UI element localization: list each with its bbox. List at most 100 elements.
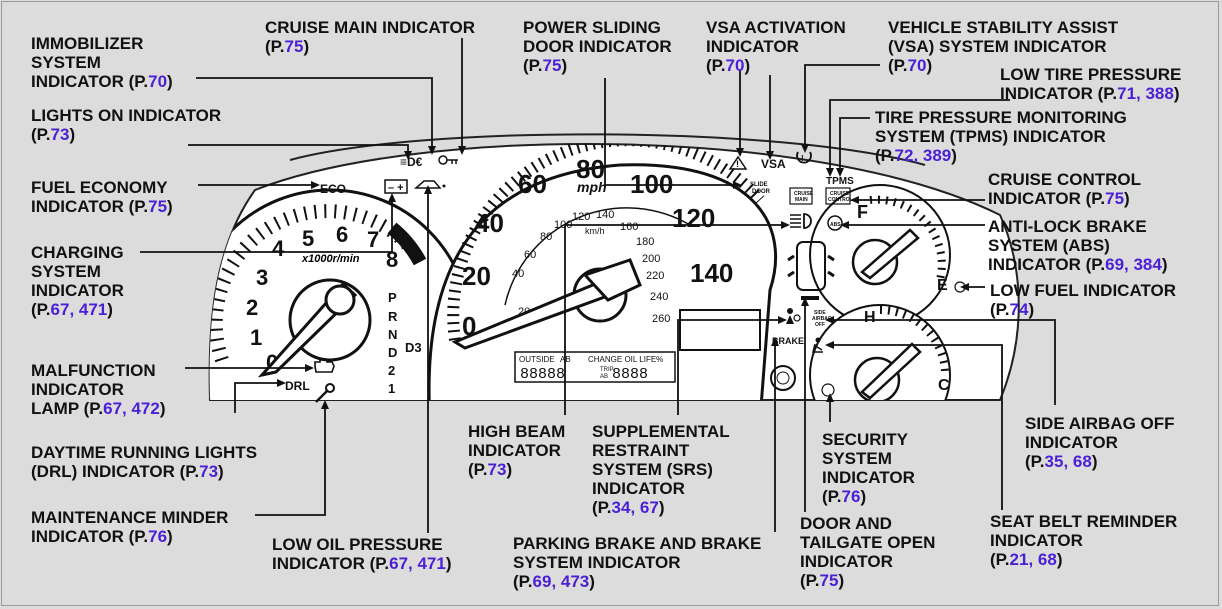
page-ref-link[interactable]: 71, 388: [1117, 84, 1174, 103]
page-ref-link[interactable]: 67, 472: [103, 399, 160, 418]
srs-icon: [786, 308, 801, 324]
page-ref-link[interactable]: 70: [148, 72, 168, 91]
gear-letter: P: [388, 290, 397, 305]
page-ref-link[interactable]: 75: [542, 56, 562, 75]
cruise-main-icon: [789, 187, 813, 205]
label-tail: ): [167, 197, 173, 216]
label-tail: ): [445, 554, 452, 573]
label-text: INDICATOR (P.: [988, 189, 1106, 208]
label-ref-line: (P.72, 389): [875, 146, 1127, 165]
leader-lines: [140, 38, 1056, 533]
label-line: SYSTEM (ABS): [988, 236, 1110, 255]
display-change-oil: CHANGE OIL LIFE%: [588, 355, 663, 364]
temperature-gauge: H C: [809, 304, 951, 401]
oil-pressure-icon: [414, 180, 446, 189]
side-airbag-icon-line1: SIDE: [814, 310, 826, 316]
label-ref-line: (P.35, 68): [1025, 452, 1175, 471]
page-ref-link[interactable]: 76: [148, 527, 168, 546]
label-vsa-system: VEHICLE STABILITY ASSIST (VSA) SYSTEM IN…: [888, 18, 1118, 75]
kmh-number: 60: [524, 249, 536, 261]
page-ref-link[interactable]: 72, 389: [894, 146, 952, 165]
label-text: (P.: [800, 571, 820, 590]
gear-letter: R: [388, 309, 398, 324]
svg-text:!: !: [736, 159, 739, 169]
label-ref-line: (P.67, 471): [31, 300, 124, 319]
label-line: SYSTEM: [31, 262, 101, 281]
page-ref-link[interactable]: 73: [199, 462, 219, 481]
label-line: SEAT BELT REMINDER: [990, 512, 1178, 531]
label-ref-line: INDICATOR (P.71, 388): [1000, 84, 1181, 103]
leader-arrowheads: [277, 144, 969, 409]
cruise-main-icon-line1: CRUISE: [794, 191, 814, 197]
vsa-activation-icon: !: [728, 155, 748, 170]
page-ref-link[interactable]: 75: [1105, 189, 1125, 208]
page-ref-link[interactable]: 21, 68: [1009, 550, 1057, 569]
label-vsa-activation: VSA ACTIVATION INDICATOR (P.70): [706, 18, 846, 75]
label-line: PARKING BRAKE AND BRAKE: [513, 534, 762, 553]
mph-unit: mph: [577, 179, 607, 195]
kmh-number: 40: [512, 268, 524, 280]
label-tail: ): [107, 300, 113, 319]
page-ref-link[interactable]: 67, 471: [389, 554, 446, 573]
page-ref-link[interactable]: 70: [907, 56, 927, 75]
page-ref-link[interactable]: 35, 68: [1044, 452, 1092, 471]
page-ref-link[interactable]: 75: [284, 37, 304, 56]
page-ref-link[interactable]: 75: [819, 571, 839, 590]
tach-number: 4: [272, 236, 285, 261]
kmh-number: 120: [572, 211, 590, 223]
label-line: DAYTIME RUNNING LIGHTS: [31, 443, 258, 462]
page-ref-link[interactable]: 73: [487, 460, 507, 479]
page-ref-link[interactable]: 67, 471: [50, 300, 108, 319]
label-text: (P.: [875, 146, 895, 165]
vsa-icon: VSA: [761, 157, 786, 171]
label-immobilizer: IMMOBILIZER SYSTEM INDICATOR (P.70): [31, 34, 173, 91]
label-line: CRUISE CONTROL: [988, 170, 1141, 189]
label-text: (P.: [990, 550, 1010, 569]
page-ref-link[interactable]: 69, 473: [532, 572, 590, 591]
svg-text:!: !: [801, 154, 804, 163]
cruise-control-icon-line1: CRUISE: [830, 191, 850, 197]
label-line: INDICATOR: [31, 281, 124, 300]
gear-letter: D: [388, 345, 397, 360]
label-ref-line: INDICATOR (P.76): [31, 527, 228, 546]
label-tail: ): [167, 527, 173, 546]
label-abs: ANTI-LOCK BRAKE SYSTEM (ABS) INDICATOR (…: [988, 217, 1168, 274]
label-line: INDICATOR: [31, 380, 124, 399]
label-ref-line: (P.76): [822, 487, 915, 506]
tpms-icon: TPMS: [826, 176, 854, 187]
cruise-control-icon: [825, 187, 851, 205]
info-display: OUTSIDE AB CHANGE OIL LIFE% TRIP AB 8888…: [514, 351, 676, 383]
lights-on-icon: ≡D€: [400, 155, 423, 169]
temp-cold: C: [938, 377, 950, 394]
page-ref-link[interactable]: 69, 384: [1105, 255, 1162, 274]
label-tail: ): [1028, 300, 1035, 319]
label-line: VEHICLE STABILITY ASSIST: [888, 18, 1119, 37]
page-ref-link[interactable]: 76: [841, 487, 861, 506]
label-low-tire-pressure: LOW TIRE PRESSURE INDICATOR (P.71, 388): [1000, 65, 1181, 103]
label-ref-line: (P.73): [468, 460, 565, 479]
page-ref-link[interactable]: 73: [50, 125, 70, 144]
label-ref-line: INDICATOR (P.75): [31, 197, 173, 216]
page-ref-link[interactable]: 75: [148, 197, 168, 216]
mph-number: 60: [518, 169, 547, 199]
label-text: (P.: [523, 56, 543, 75]
page-ref-link[interactable]: 70: [725, 56, 745, 75]
label-lights-on: LIGHTS ON INDICATOR (P.73): [31, 106, 221, 144]
kmh-number: 160: [620, 221, 638, 233]
label-text: INDICATOR (P.: [31, 72, 149, 91]
kmh-number: 240: [650, 291, 668, 303]
kmh-number: 100: [554, 219, 572, 231]
page-ref-link[interactable]: 74: [1009, 300, 1029, 319]
slide-door-icon-line2: DOOR: [752, 189, 771, 195]
label-low-fuel: LOW FUEL INDICATOR (P.74): [990, 281, 1176, 319]
label-ref-line: (P.70): [888, 56, 1118, 75]
label-tail: ): [926, 56, 933, 75]
label-line: VSA ACTIVATION: [706, 18, 846, 37]
label-ref-line: (P.75): [265, 37, 475, 56]
page-ref-link[interactable]: 34, 67: [611, 498, 659, 517]
tach-number: 2: [246, 295, 258, 320]
label-line: INDICATOR: [706, 37, 799, 56]
tach-number: 8: [386, 247, 398, 272]
label-tail: ): [561, 56, 568, 75]
